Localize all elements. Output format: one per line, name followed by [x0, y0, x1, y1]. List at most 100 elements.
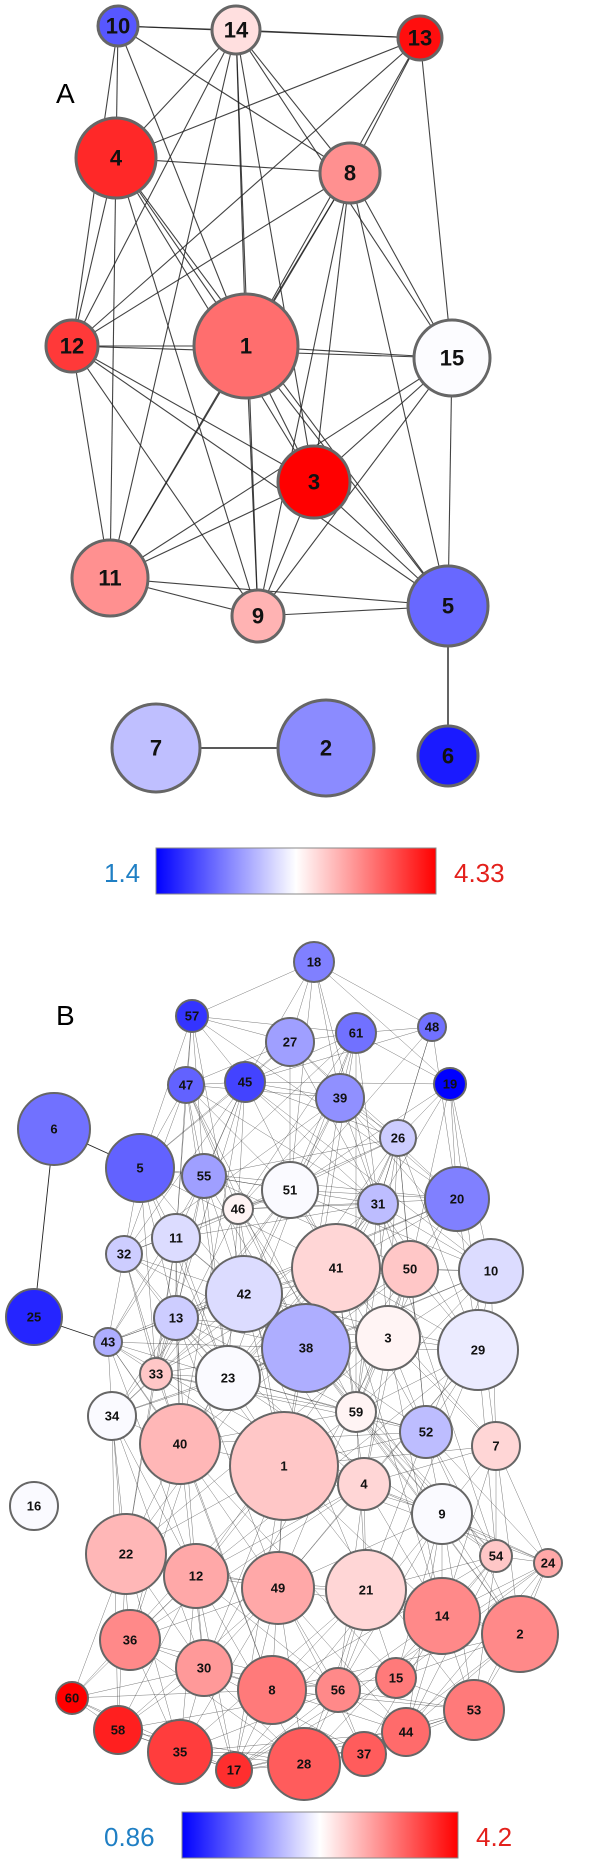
b-node-label-32: 32	[117, 1247, 131, 1262]
b-node-label-50: 50	[403, 1262, 417, 1277]
b-node-circle-2	[481, 1595, 559, 1673]
a-mesh-edge-14-11	[109, 29, 237, 579]
b-node-label-4: 4	[360, 1477, 368, 1492]
b-node-40: 40	[139, 1403, 221, 1485]
b-node-circle-8	[237, 1655, 307, 1725]
b-mesh-edge-45-46	[237, 1081, 246, 1210]
b-node-59: 59	[335, 1391, 377, 1433]
b-node-33: 33	[139, 1357, 173, 1391]
a-node-circle-7	[110, 702, 202, 794]
b-node-label-9: 9	[438, 1507, 445, 1522]
b-node-circle-34	[87, 1391, 137, 1441]
b-mesh-edge-26-55	[203, 1137, 399, 1177]
b-node-10: 10	[458, 1238, 524, 1304]
b-mesh-edge-18-19	[313, 961, 451, 1085]
b-node-circle-24	[533, 1548, 563, 1578]
a-node-label-5: 5	[442, 594, 454, 619]
a-mesh-edge-8-12	[71, 172, 351, 347]
b-node-54: 54	[479, 1539, 513, 1573]
b-node-label-23: 23	[221, 1371, 235, 1386]
b-node-25: 25	[5, 1288, 63, 1346]
b-node-label-51: 51	[283, 1183, 297, 1198]
a-mesh-edge-4-11	[109, 157, 117, 579]
b-node-26: 26	[379, 1119, 417, 1157]
b-node-circle-1	[229, 1411, 339, 1521]
b-mesh-edge-2-38	[305, 1347, 521, 1635]
b-node-19: 19	[433, 1067, 467, 1101]
b-mesh-edge-19-51	[289, 1083, 451, 1191]
b-node-circle-61	[335, 1012, 377, 1054]
b-mesh-edge-4-36	[129, 1483, 365, 1641]
b-node-17: 17	[215, 1751, 253, 1789]
b-mesh-edge-11-57	[175, 1015, 193, 1239]
b-node-label-43: 43	[101, 1335, 115, 1350]
a-mesh-edge-12-3	[71, 345, 315, 483]
b-node-label-21: 21	[359, 1583, 373, 1598]
b-node-55: 55	[181, 1153, 227, 1199]
b-node-circle-36	[99, 1609, 161, 1671]
b-mesh-edge-46-61	[237, 1032, 357, 1210]
b-mesh-edge-31-48	[377, 1026, 433, 1205]
a-node-label-2: 2	[320, 736, 332, 761]
b-node-label-54: 54	[489, 1549, 504, 1564]
b-node-label-16: 16	[27, 1499, 41, 1514]
b-node-circle-23	[195, 1345, 261, 1411]
b-node-label-42: 42	[237, 1287, 251, 1302]
b-node-label-8: 8	[268, 1683, 275, 1698]
a-mesh-edge-4-9	[115, 157, 259, 617]
a-mesh-edge-8-5	[349, 172, 449, 607]
b-mesh-edge-43-55	[107, 1175, 205, 1343]
a-node-circle-6	[416, 724, 480, 788]
a-node-label-12: 12	[60, 334, 84, 359]
b-node-label-15: 15	[389, 1671, 403, 1686]
b-mesh-edge-15-17	[233, 1677, 397, 1771]
b-node-56: 56	[315, 1667, 361, 1713]
a-node-10: 10	[96, 4, 140, 48]
a-mesh-edge-10-8	[117, 25, 351, 174]
a-node-circle-10	[96, 4, 140, 48]
a-node-circle-13	[396, 14, 444, 62]
a-node-7: 7	[110, 702, 202, 794]
b-mesh-edge-39-46	[237, 1097, 341, 1210]
b-node-label-19: 19	[443, 1077, 457, 1092]
a-node-circle-12	[44, 318, 100, 374]
b-node-label-7: 7	[492, 1439, 499, 1454]
b-node-45: 45	[224, 1061, 266, 1103]
b-node-label-3: 3	[384, 1331, 391, 1346]
b-node-4: 4	[337, 1457, 391, 1511]
b-node-circle-11	[151, 1213, 201, 1263]
b-node-60: 60	[55, 1681, 89, 1715]
a-mesh-edge-15-9	[257, 357, 453, 617]
a-node-label-10: 10	[106, 14, 130, 39]
b-mesh-edge-4-50	[363, 1268, 411, 1485]
b-node-41: 41	[291, 1223, 381, 1313]
b-mesh-edge-32-33	[123, 1253, 157, 1375]
a-node-circle-5	[406, 564, 490, 648]
a-node-circle-4	[74, 116, 158, 200]
a-node-14: 14	[210, 4, 262, 56]
b-mesh-edge-3-26	[387, 1137, 399, 1339]
b-node-14: 14	[403, 1577, 481, 1655]
a-mesh-edge-8-3	[313, 172, 351, 483]
b-mesh-edge-20-27	[289, 1041, 458, 1200]
b-node-31: 31	[357, 1183, 399, 1225]
a-node-circle-3	[276, 444, 352, 520]
a-node-label-15: 15	[440, 346, 464, 371]
b-node-circle-41	[291, 1223, 381, 1313]
b-node-circle-52	[399, 1405, 453, 1459]
scale-b-min: 0.86	[104, 1822, 155, 1852]
a-node-circle-1	[192, 292, 300, 400]
b-node-circle-18	[293, 941, 335, 983]
a-node-9: 9	[230, 588, 286, 644]
b-node-label-13: 13	[169, 1311, 183, 1326]
b-node-label-53: 53	[467, 1703, 481, 1718]
a-mesh-edge-12-5	[71, 345, 449, 607]
a-node-circle-14	[210, 4, 262, 56]
b-node-label-14: 14	[435, 1609, 450, 1624]
b-node-47: 47	[167, 1066, 205, 1104]
b-mesh-edge-31-47	[185, 1084, 379, 1205]
b-node-42: 42	[205, 1255, 283, 1333]
b-node-24: 24	[533, 1548, 563, 1578]
b-mesh-edge-18-48	[313, 961, 433, 1028]
